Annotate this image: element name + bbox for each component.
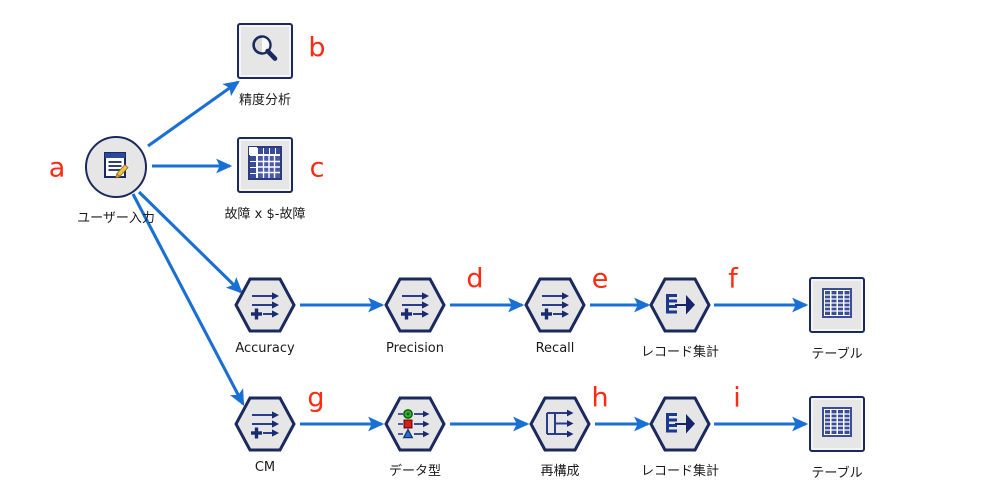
node-label-matrix: 故障 x $-故障 (224, 207, 306, 222)
connection-input-to-accuracy[interactable] (137, 190, 243, 294)
cm-shape[interactable] (234, 396, 296, 452)
connection-input-to-accuracy-analysis[interactable] (147, 80, 240, 148)
marker-i: i (733, 382, 741, 414)
aggregate-icon (662, 289, 698, 321)
aggregate-bot-shape[interactable] (649, 396, 711, 452)
node-label-recall: Recall (535, 341, 575, 356)
marker-d: d (466, 263, 484, 295)
node-label-restructure: 再構成 (540, 464, 580, 479)
node-label-table-bot: テーブル (811, 466, 863, 481)
restructure-shape[interactable] (529, 396, 591, 452)
connection-input-to-cm[interactable] (131, 193, 245, 406)
restructure-icon (542, 408, 578, 440)
derive-arrows-icon (247, 289, 283, 321)
derive-arrows-icon (537, 289, 573, 321)
accuracy-shape[interactable] (234, 277, 296, 333)
marker-b: b (308, 32, 326, 64)
derive-arrows-icon (247, 408, 283, 440)
node-label-precision: Precision (385, 341, 445, 356)
accuracy-analysis-shape[interactable] (237, 23, 293, 79)
node-label-cm: CM (254, 460, 276, 475)
matrix-grid-icon (247, 145, 283, 185)
table-top-shape[interactable] (809, 277, 865, 333)
node-label-data-type: データ型 (388, 464, 442, 479)
user-input-shape[interactable] (85, 136, 147, 198)
precision-shape[interactable] (384, 277, 446, 333)
marker-c: c (309, 152, 325, 184)
aggregate-icon (662, 408, 698, 440)
recall-shape[interactable] (524, 277, 586, 333)
table-icon (820, 286, 854, 324)
node-label-aggregate-bot: レコード集計 (640, 464, 720, 479)
table-icon (820, 405, 854, 443)
table-bot-shape[interactable] (809, 396, 865, 452)
node-label-aggregate-top: レコード集計 (640, 345, 720, 360)
node-label-user-input: ユーザー入力 (77, 211, 155, 226)
marker-f: f (728, 263, 738, 295)
marker-h: h (591, 382, 609, 414)
marker-e: e (591, 263, 609, 295)
document-pencil-icon (99, 148, 133, 186)
node-label-accuracy: Accuracy (235, 341, 295, 356)
derive-arrows-icon (397, 289, 433, 321)
aggregate-top-shape[interactable] (649, 277, 711, 333)
magnifier-icon (248, 32, 282, 70)
node-label-accuracy-analysis: 精度分析 (238, 93, 292, 108)
matrix-shape[interactable] (237, 137, 293, 193)
node-label-table-top: テーブル (811, 347, 863, 362)
marker-a: a (48, 152, 66, 184)
datatype-shapes-icon (396, 408, 434, 440)
marker-g: g (307, 382, 325, 414)
data-type-shape[interactable] (384, 396, 446, 452)
